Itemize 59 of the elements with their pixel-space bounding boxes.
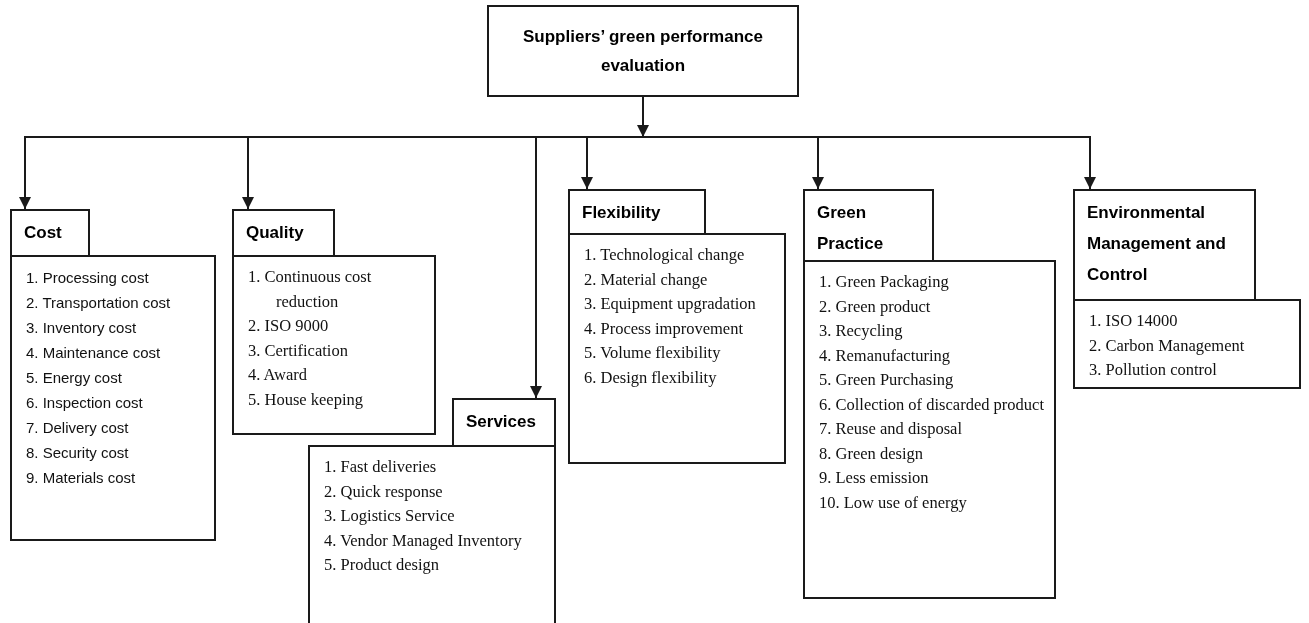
category-header	[452, 398, 556, 447]
list-item: 6. Design flexibility	[584, 366, 718, 389]
list-item: 8. Green design	[819, 442, 924, 465]
list-item: 2. ISO 9000	[248, 315, 330, 337]
list-item: 5. Volume flexibility	[584, 342, 722, 364]
category-title: Green Practice	[817, 203, 884, 253]
criteria-list-box	[10, 255, 216, 541]
list-item: 9. Materials cost	[26, 468, 137, 488]
list-item: 7. Reuse and disposal	[819, 418, 963, 440]
list-item: 4. Vendor Managed Inventory	[324, 529, 523, 552]
criteria-list-box	[568, 233, 786, 464]
category-title: Flexibility	[582, 203, 661, 222]
category-title: Environmental Management and Control	[1087, 203, 1226, 284]
title-box	[487, 5, 799, 97]
list-item: 1. Fast deliveries	[324, 456, 438, 478]
list-item: 6. Collection of discarded product	[819, 393, 1045, 416]
list-item: 1. Continuous cost reduction	[248, 266, 373, 313]
list-item: 1. Technological change	[584, 244, 746, 266]
list-item: 5. Energy cost	[26, 368, 123, 388]
category-header	[803, 189, 934, 262]
criteria-list-box	[803, 260, 1056, 599]
criteria-list-box	[232, 255, 436, 435]
list-item: 3. Logistics Service	[324, 505, 456, 527]
list-item: 2. Material change	[584, 268, 709, 291]
list-item: 3. Pollution control	[1089, 359, 1218, 381]
criteria-list-box	[1073, 299, 1301, 389]
list-item: 9. Less emission	[819, 467, 930, 489]
list-item: 1. Green Packaging	[819, 271, 950, 293]
list-item: 3. Recycling	[819, 320, 904, 342]
list-item: 6. Inspection cost	[26, 393, 144, 413]
criteria-list-box	[308, 445, 556, 623]
category-header	[10, 209, 90, 257]
list-item: 4. Maintenance cost	[26, 343, 162, 363]
category-title: Cost	[24, 223, 62, 242]
list-item: 3. Certification	[248, 339, 349, 362]
category-title: Suppliers’ green performance evaluation	[522, 26, 764, 77]
list-item: 4. Remanufacturing	[819, 344, 952, 367]
list-item: 5. Product design	[324, 554, 441, 576]
list-item: 5. House keeping	[248, 388, 365, 411]
list-item: 3. Inventory cost	[26, 318, 138, 338]
list-item: 2. Carbon Management	[1089, 334, 1246, 357]
category-header	[232, 209, 335, 257]
list-item: 8. Security cost	[26, 443, 130, 463]
list-item: 5. Green Purchasing	[819, 369, 955, 391]
category-title: Quality	[246, 223, 304, 242]
list-item: 4. Award	[248, 364, 308, 386]
list-item: 2. Transportation cost	[26, 293, 172, 313]
category-header	[1073, 189, 1256, 301]
category-title: Services	[466, 412, 536, 431]
list-item: 4. Process improvement	[584, 317, 744, 340]
list-item: 1. Processing cost	[26, 268, 150, 288]
list-item: 2. Green product	[819, 295, 932, 318]
list-item: 2. Quick response	[324, 480, 444, 503]
list-item: 7. Delivery cost	[26, 418, 130, 438]
list-item: 3. Equipment upgradation	[584, 293, 757, 315]
category-header	[568, 189, 706, 235]
list-item: 10. Low use of energy	[819, 491, 968, 514]
trunk-arrow	[637, 96, 649, 138]
list-item: 1. ISO 14000	[1089, 310, 1179, 332]
